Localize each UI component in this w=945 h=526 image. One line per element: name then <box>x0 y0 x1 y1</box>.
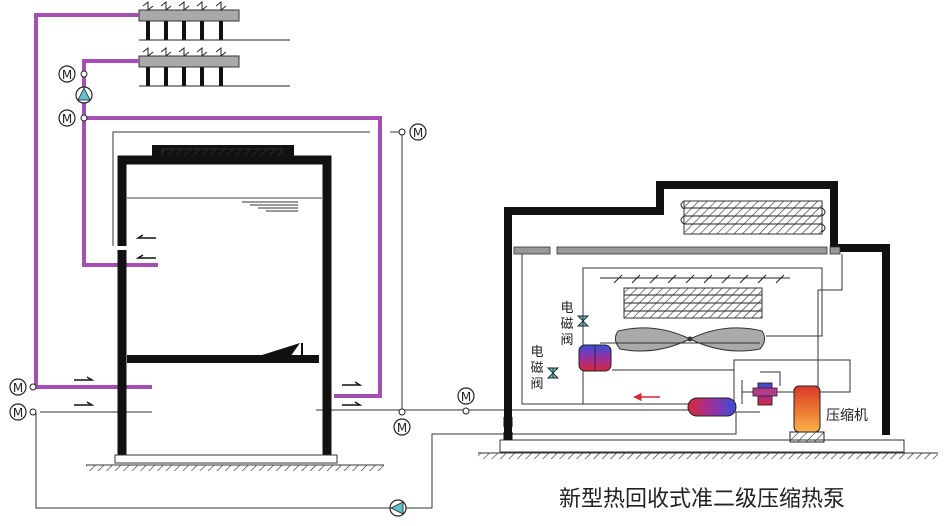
four-way-valve <box>752 382 778 406</box>
lower-manifold <box>138 46 290 87</box>
evaporator-coil <box>623 287 763 319</box>
motor-valve-5[interactable]: M <box>9 403 37 421</box>
circulation-pump-top[interactable] <box>75 86 93 104</box>
svg-text:电磁阀: 电磁阀 <box>530 345 543 392</box>
solenoid-valve-upper[interactable] <box>576 315 590 327</box>
refrigerant-lines <box>521 254 851 413</box>
svg-text:电磁阀: 电磁阀 <box>560 301 573 348</box>
plate-heat-exchanger <box>578 344 612 372</box>
compressor-label: 压缩机 <box>826 408 868 424</box>
svg-text:M: M <box>13 381 23 395</box>
motor-valve-3[interactable]: M <box>398 123 427 141</box>
compressor[interactable] <box>789 385 825 443</box>
solenoid-valve-label-upper: 电磁阀 <box>560 301 573 348</box>
motor-valve-6[interactable]: M <box>393 408 411 436</box>
motor-valve-4[interactable]: M <box>9 378 37 396</box>
upper-manifold <box>138 0 290 41</box>
axial-fan <box>614 327 766 352</box>
solenoid-valve-lower[interactable] <box>546 367 560 379</box>
svg-text:M: M <box>461 390 471 404</box>
economizer-exchanger <box>687 397 737 417</box>
svg-text:M: M <box>13 406 23 420</box>
motor-valve-2[interactable]: M <box>58 109 88 127</box>
upper-condenser-coil <box>680 200 826 235</box>
motor-valve-1[interactable]: M <box>58 65 88 83</box>
drain-tray <box>513 246 841 255</box>
circulation-pump-bottom[interactable] <box>389 499 407 517</box>
svg-text:M: M <box>397 421 407 435</box>
solenoid-valve-label-lower: 电磁阀 <box>530 345 543 392</box>
svg-text:M: M <box>62 68 72 82</box>
svg-text:M: M <box>62 112 72 126</box>
air-inlet-louvers <box>600 274 790 284</box>
heat-pump-enclosure <box>478 181 938 459</box>
hot-water-pipes <box>34 13 382 398</box>
motor-valve-7[interactable]: M <box>457 387 475 415</box>
svg-text:M: M <box>413 126 423 140</box>
diagram-caption: 新型热回收式准二级压缩热泵 <box>559 487 845 512</box>
water-tank <box>74 145 384 471</box>
